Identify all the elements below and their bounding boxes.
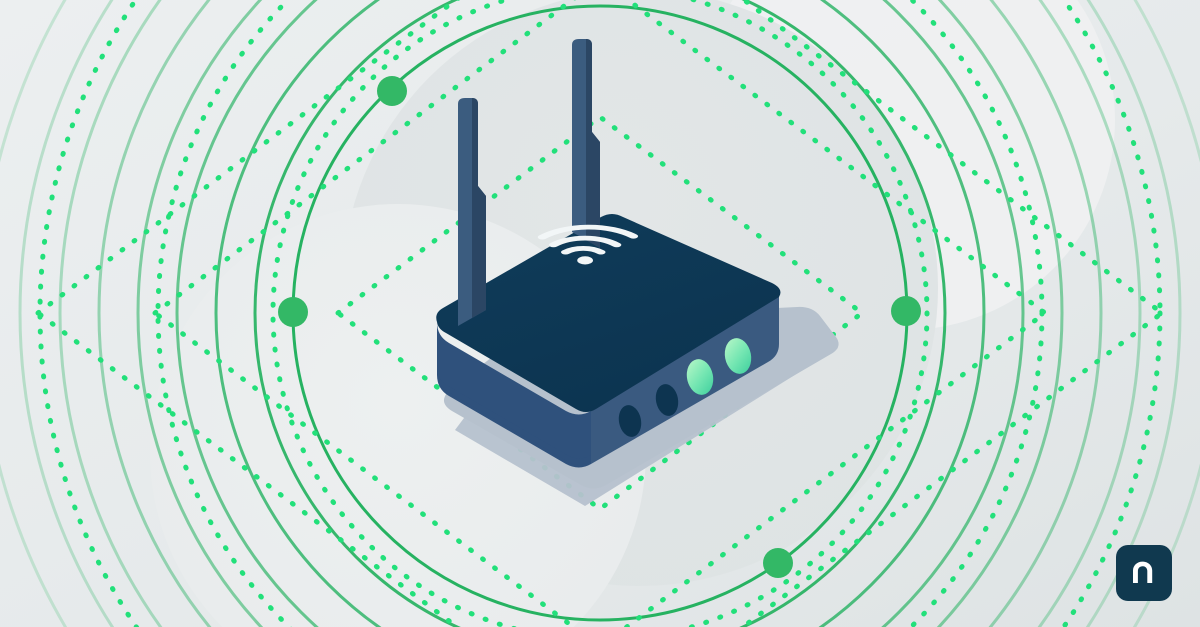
ring-4 — [175, 0, 1025, 627]
wifi-arc-outer — [537, 224, 639, 240]
node-mid-left — [278, 297, 308, 327]
dotted-diamonds — [33, 0, 1167, 627]
wifi-arc-inner — [560, 246, 606, 255]
wifi-arc-middle — [548, 235, 622, 248]
ring-7 — [58, 0, 1142, 627]
dotted-ring-3 — [37, 0, 1163, 627]
dotted-ring-1 — [270, 0, 930, 627]
signal-nodes — [278, 76, 921, 578]
antenna-left — [458, 98, 486, 326]
router-ports — [618, 384, 679, 437]
ninjaone-logo[interactable]: NinjaOne — [1116, 545, 1172, 601]
node-lower-right — [763, 548, 793, 578]
port-2 — [655, 384, 679, 416]
router-front-face — [437, 322, 591, 468]
node-upper-left — [377, 76, 407, 106]
wifi-icon — [537, 224, 639, 265]
antenna-right — [572, 39, 600, 248]
ring-3 — [214, 0, 986, 627]
ring-8 — [18, 0, 1182, 627]
ring-5 — [136, 0, 1064, 627]
router-top-face — [436, 214, 781, 412]
port-1 — [618, 405, 642, 437]
wifi-dot — [577, 256, 594, 265]
ninjaone-n-glyph — [1133, 561, 1153, 583]
ring-2 — [253, 0, 947, 627]
led-2 — [724, 338, 752, 374]
diamond-3 — [33, 0, 1167, 627]
router-leds — [686, 338, 752, 395]
node-mid-right — [891, 296, 921, 326]
ring-6 — [97, 0, 1103, 627]
diamond-2 — [150, 0, 1050, 627]
led-1 — [686, 359, 714, 395]
